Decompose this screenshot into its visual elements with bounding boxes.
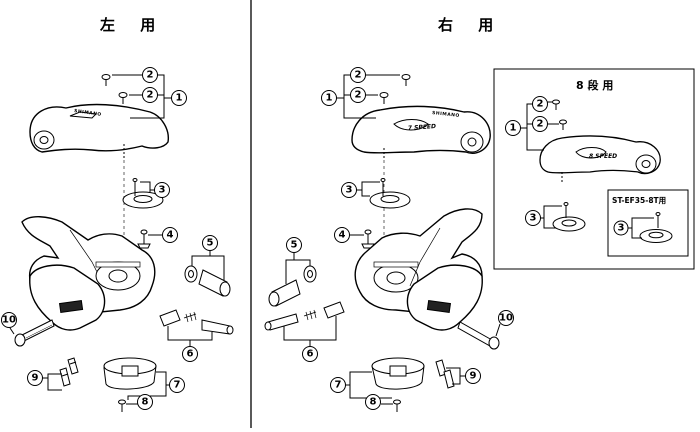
- svg-text:9: 9: [32, 373, 39, 384]
- svg-text:10: 10: [499, 313, 513, 324]
- left-base-cap: [103, 357, 157, 390]
- svg-text:7: 7: [174, 380, 181, 391]
- subinset-st-ef35: ST-EF35-8T用 3: [607, 189, 689, 257]
- svg-text:5: 5: [207, 238, 214, 249]
- left-grip-housing: [29, 264, 106, 331]
- left-callouts: 2 2 1 3 4 5 6 10 9: [1, 67, 225, 410]
- right-screw-top: [401, 74, 411, 86]
- left-cable-adjuster: [159, 309, 234, 335]
- right-screws-9: [435, 359, 455, 389]
- svg-text:3: 3: [159, 185, 166, 196]
- svg-text:2: 2: [537, 99, 544, 110]
- left-ring: [122, 178, 164, 209]
- svg-text:3: 3: [346, 185, 353, 196]
- right-fixing-bolt: [457, 321, 500, 350]
- left-cover: [29, 103, 169, 153]
- svg-text:7: 7: [335, 380, 342, 391]
- svg-text:1: 1: [510, 123, 517, 134]
- inset-ring: [552, 202, 586, 232]
- svg-text:9: 9: [470, 371, 477, 382]
- svg-text:4: 4: [167, 230, 174, 241]
- inset-cover-speed: 8 SPEED: [589, 153, 617, 160]
- left-small-bolt: [137, 229, 151, 249]
- svg-text:3: 3: [618, 223, 625, 234]
- left-assembly: SHIMANO: [14, 74, 234, 412]
- right-base-cap: [371, 357, 425, 390]
- svg-text:1: 1: [176, 93, 183, 104]
- right-panel-title: 右 用: [438, 16, 503, 34]
- svg-text:3: 3: [530, 213, 537, 224]
- right-assembly: 7 SPEED SHIMANO: [264, 74, 500, 412]
- svg-text:2: 2: [355, 90, 362, 101]
- right-grip-housing: [406, 264, 483, 331]
- right-cover-brand: SHIMANO: [432, 110, 460, 119]
- svg-text:2: 2: [147, 70, 154, 81]
- left-panel-title: 左 用: [99, 16, 165, 34]
- right-small-bolt: [361, 229, 375, 249]
- right-callouts: 2 2 1 3 4 5 6 10 9 7 8: [283, 67, 514, 410]
- right-adjust-barrel: [268, 265, 317, 307]
- svg-text:8: 8: [370, 397, 377, 408]
- right-cover-speed: 7 SPEED: [408, 123, 437, 132]
- right-cover: [351, 105, 491, 154]
- svg-text:10: 10: [2, 315, 16, 326]
- left-screw-top: [101, 74, 111, 86]
- svg-text:1: 1: [326, 93, 333, 104]
- svg-text:6: 6: [187, 349, 194, 360]
- subinset-title: ST-EF35-8T用: [612, 196, 666, 205]
- svg-text:5: 5: [291, 240, 298, 251]
- inset-8speed: 8 段 用 8 SPEED 2 2 1: [493, 68, 695, 270]
- svg-text:6: 6: [307, 349, 314, 360]
- right-cable-adjuster: [264, 301, 345, 331]
- svg-text:2: 2: [147, 90, 154, 101]
- inset-screw-top: [552, 99, 560, 110]
- svg-text:4: 4: [339, 230, 346, 241]
- left-screws-9: [59, 357, 79, 387]
- svg-text:2: 2: [537, 119, 544, 130]
- left-fixing-bolt: [14, 319, 55, 347]
- left-screw-mid: [118, 92, 128, 104]
- svg-text:2: 2: [355, 70, 362, 81]
- left-adjust-barrel: [184, 265, 231, 297]
- svg-text:8: 8: [142, 397, 149, 408]
- right-screw-8: [393, 399, 401, 412]
- left-cover-brand: SHIMANO: [74, 108, 102, 118]
- right-ring: [369, 178, 411, 209]
- left-screw-8: [118, 399, 126, 412]
- right-screw-mid: [379, 92, 389, 104]
- inset-title: 8 段 用: [576, 78, 613, 92]
- inset-screw-mid: [559, 119, 567, 130]
